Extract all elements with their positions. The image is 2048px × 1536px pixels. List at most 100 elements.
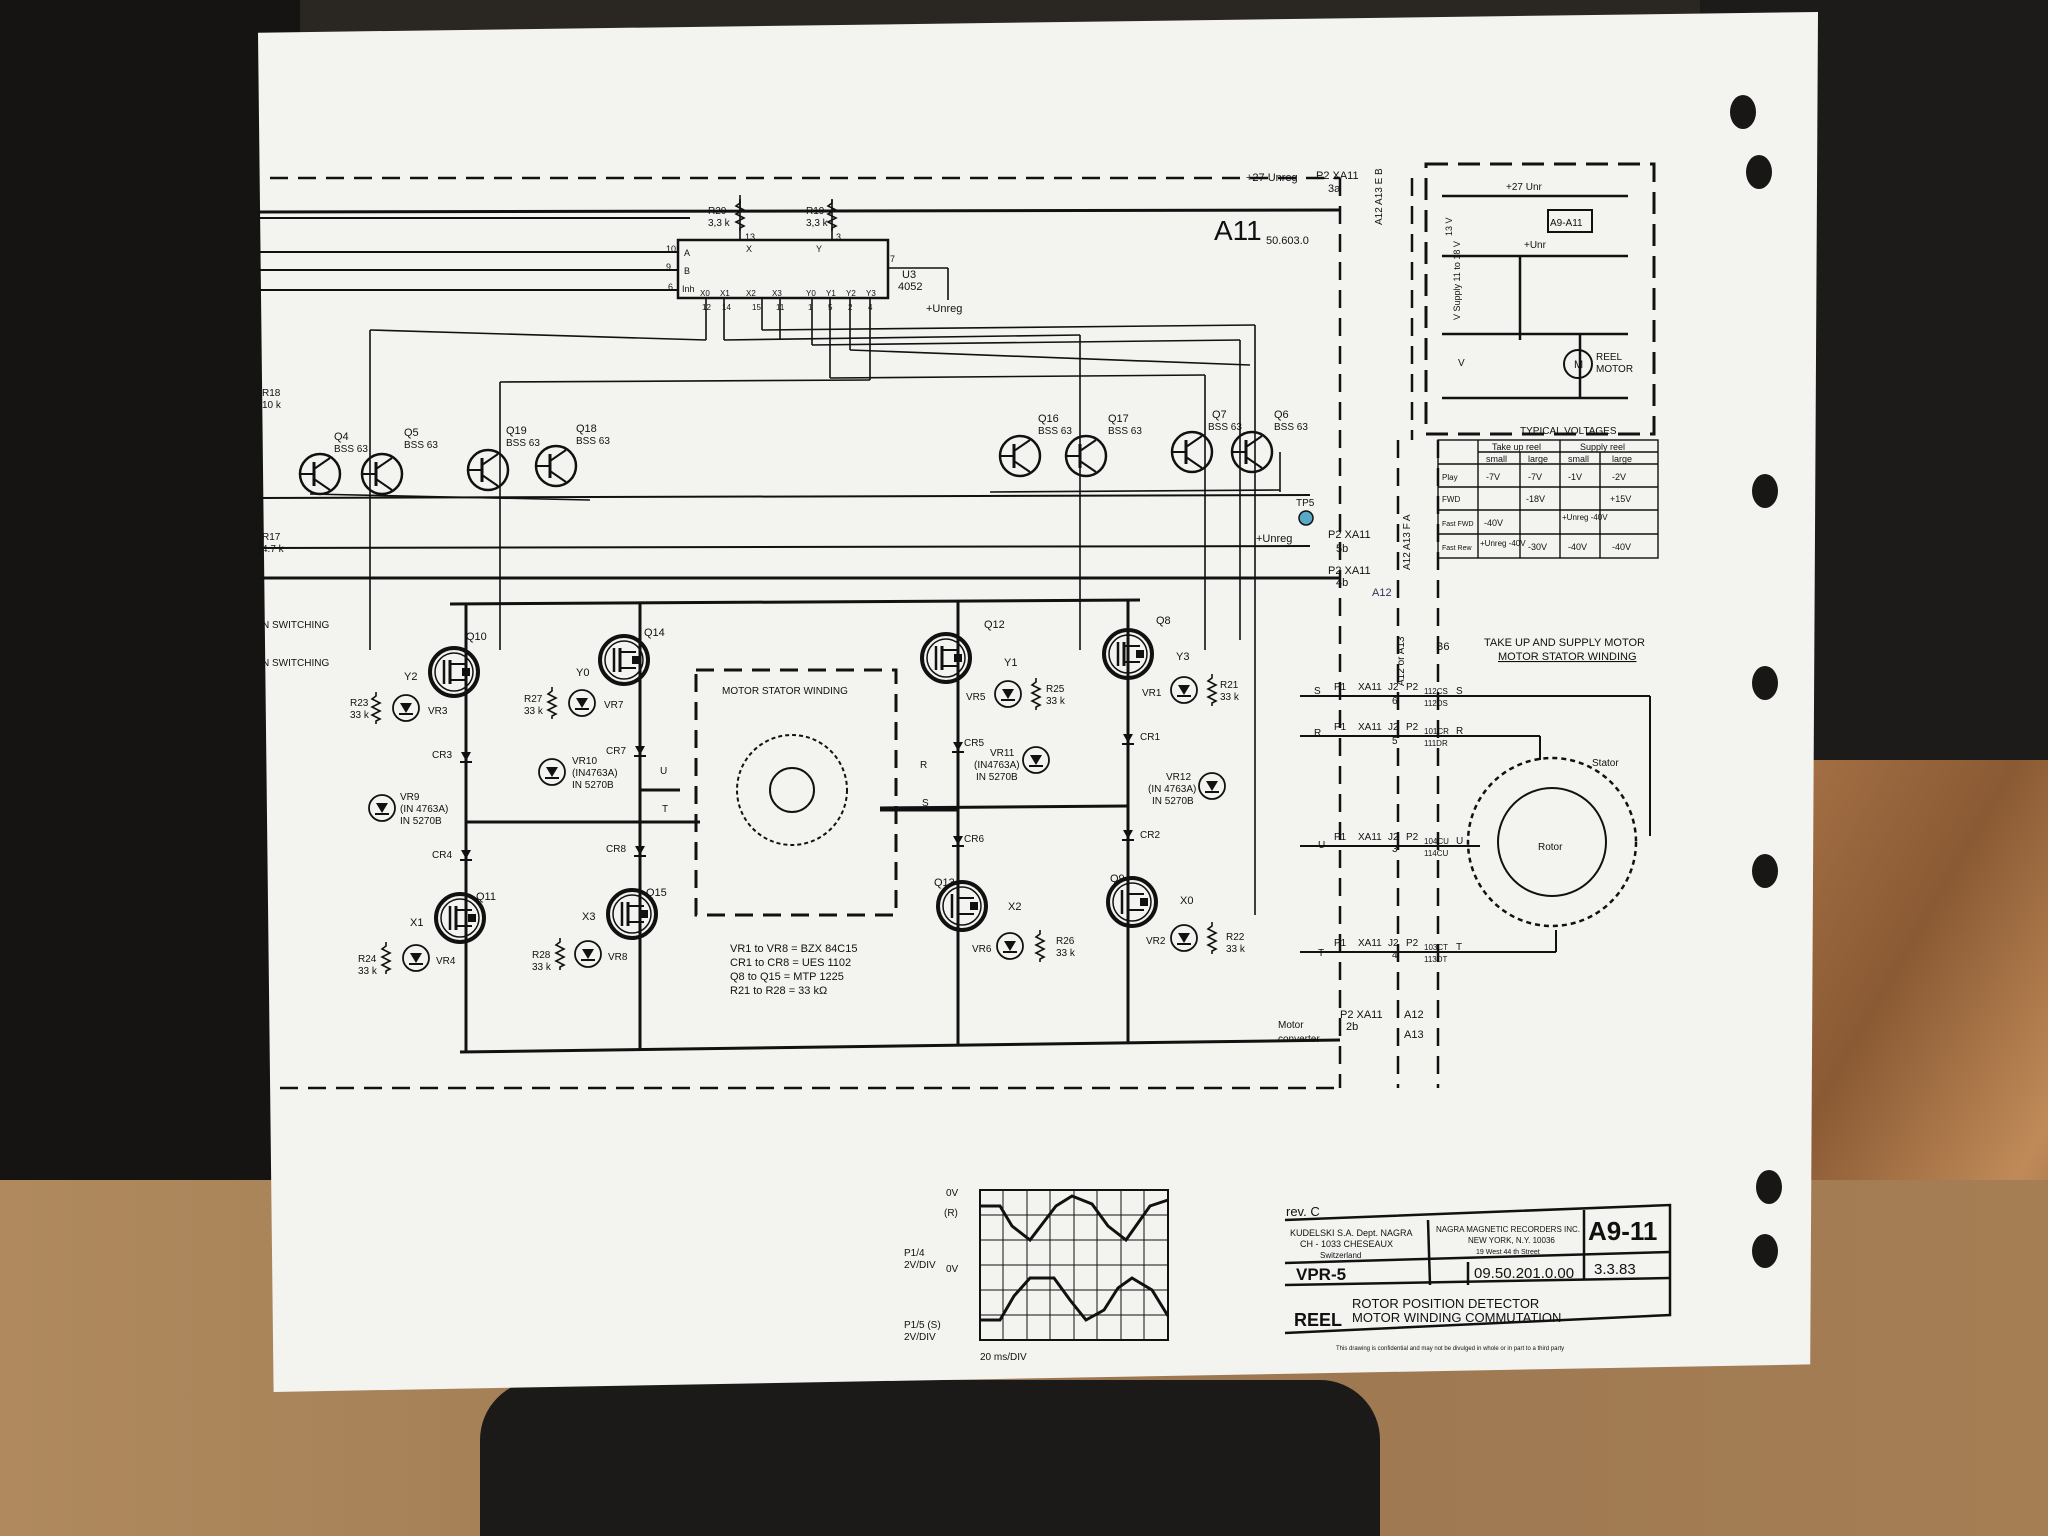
punch-hole xyxy=(1752,474,1778,508)
motor-m-label: M xyxy=(1574,359,1583,371)
row-s-c2: 112DS xyxy=(1424,699,1448,708)
tv-supply: Supply reel xyxy=(1580,442,1625,452)
vr4-label: VR4 xyxy=(436,956,456,967)
title-block xyxy=(1284,1203,1672,1335)
q6-part: BSS 63 xyxy=(1274,422,1308,433)
unr27-label: +27 Unr xyxy=(1506,182,1543,193)
row-r-xa11: XA11 xyxy=(1358,722,1382,733)
legend-line-2: CR1 to CR8 = UES 1102 xyxy=(730,957,851,969)
row-t-num: 4 xyxy=(1392,950,1398,961)
stator-ring xyxy=(736,734,848,846)
r19-label: R19 xyxy=(806,206,825,217)
tv-r1-c2: -18V xyxy=(1526,494,1545,504)
vr12-label: VR12 xyxy=(1166,772,1191,783)
r28-value: 33 k xyxy=(532,962,552,973)
row-s-left: S xyxy=(1314,686,1321,697)
mux-n1: 1 xyxy=(808,303,813,312)
q17-part: BSS 63 xyxy=(1108,426,1142,437)
r23-value: 33 k xyxy=(350,710,370,721)
row-s-right: S xyxy=(1456,686,1463,697)
mux-pin-inh-num: 6 xyxy=(668,282,673,292)
vr5-label: VR5 xyxy=(966,692,986,703)
vr10-label: VR10 xyxy=(572,756,597,767)
q5-part: BSS 63 xyxy=(404,440,438,451)
q4-part: BSS 63 xyxy=(334,444,368,455)
dashed-boundary xyxy=(270,176,1440,1090)
mux-n5: 5 xyxy=(828,303,833,312)
mux-pin-13: 13 xyxy=(745,232,755,242)
p2-xa11-2b: P2 XA11 xyxy=(1340,1009,1383,1021)
q12-label: Q12 xyxy=(984,619,1005,631)
row-u-num: 3 xyxy=(1392,844,1398,855)
scope-2v-div-2: 2V/DIV xyxy=(904,1332,936,1343)
converter-label: converter xyxy=(1278,1034,1320,1045)
mux-x2: X2 xyxy=(746,289,756,298)
mux-n15: 15 xyxy=(752,303,761,312)
r18-value: 10 k xyxy=(262,400,282,411)
u3-part: 4052 xyxy=(898,281,922,293)
q7-part: BSS 63 xyxy=(1208,422,1242,433)
mux-u3 xyxy=(676,238,890,300)
p2-xa11-5b: P2 XA11 xyxy=(1328,529,1371,541)
r18-label: R18 xyxy=(262,388,281,399)
stator-label-right: Stator xyxy=(1592,758,1619,769)
tv-r3-c4: -40V xyxy=(1612,542,1631,552)
r25-label: R25 xyxy=(1046,684,1065,695)
a12-bottom: A12 xyxy=(1404,1009,1424,1021)
r28-label: R28 xyxy=(532,950,551,961)
r17-value: 4.7 k xyxy=(262,544,285,555)
r22-label: R22 xyxy=(1226,932,1245,943)
a12-a13-e-b: A12 A13 E B xyxy=(1374,168,1385,225)
q9-label: Q9 xyxy=(1110,873,1125,885)
zener-diodes xyxy=(368,676,1226,972)
scope-timebase: 20 ms/DIV xyxy=(980,1352,1027,1363)
title-desc-2: MOTOR WINDING COMMUTATION xyxy=(1352,1310,1561,1325)
mux-y1: Y1 xyxy=(826,289,836,298)
row-s-p2: P2 xyxy=(1406,682,1419,693)
mux-n14: 14 xyxy=(722,303,731,312)
tv-h-small-2: small xyxy=(1568,454,1589,464)
diodes xyxy=(459,733,1135,861)
row-t-left: T xyxy=(1318,948,1324,959)
row-u-xa11: XA11 xyxy=(1358,832,1382,843)
vr7-label: VR7 xyxy=(604,700,624,711)
cr6-label: CR6 xyxy=(964,834,984,845)
q10-label: Q10 xyxy=(466,631,487,643)
row-s-c1: 112CS xyxy=(1424,687,1448,696)
document-number: 09.50.201.0.00 xyxy=(1474,1265,1574,1282)
nagra-line-2: NEW YORK, N.Y. 10036 xyxy=(1468,1236,1555,1245)
row-r-p2: P2 xyxy=(1406,722,1419,733)
motor-label: Motor xyxy=(1278,1020,1304,1031)
reel-motor-supply-box xyxy=(1424,162,1656,436)
row-t-c2: 113DT xyxy=(1424,955,1448,964)
fet-bridge xyxy=(428,628,1158,944)
confidential-note: This drawing is confidential and may not… xyxy=(1336,1346,1564,1352)
stator-r: R xyxy=(920,760,927,771)
kudelski-line-1: KUDELSKI S.A. Dept. NAGRA xyxy=(1290,1228,1413,1238)
row-r-right: R xyxy=(1456,726,1463,737)
punch-hole xyxy=(1756,1170,1782,1204)
r25-value: 33 k xyxy=(1046,696,1066,707)
row-t-j2: J2 xyxy=(1388,938,1399,949)
x0-label: X0 xyxy=(1180,895,1193,907)
vr6-label: VR6 xyxy=(972,944,992,955)
a12-a13-f-a: A12 A13 F A xyxy=(1402,514,1413,570)
tv-r0-c2: -7V xyxy=(1528,472,1542,482)
scope-0v-top: 0V xyxy=(946,1188,959,1199)
b6-label: B6 xyxy=(1436,641,1449,653)
row-s-num: 6 xyxy=(1392,696,1398,707)
title-desc-1: ROTOR POSITION DETECTOR xyxy=(1352,1296,1539,1311)
row-t-c1: 103CT xyxy=(1424,943,1448,952)
take-up-supply-title-2: MOTOR STATOR WINDING xyxy=(1498,651,1637,663)
tv-h-small-1: small xyxy=(1486,454,1507,464)
mux-pin-a-num: 10 xyxy=(666,244,676,254)
legend-line-4: R21 to R28 = 33 kΩ xyxy=(730,985,827,997)
vr9-part-a: (IN 4763A) xyxy=(400,804,448,815)
scope-r: (R) xyxy=(944,1208,958,1219)
r20-label: R20 xyxy=(708,206,727,217)
row-r-num: 5 xyxy=(1392,736,1398,747)
row-u-left: U xyxy=(1318,840,1325,851)
bss63-row xyxy=(298,430,1274,496)
tv-r0-c0: Play xyxy=(1442,473,1458,482)
v13-label: 13 V xyxy=(1444,217,1454,236)
